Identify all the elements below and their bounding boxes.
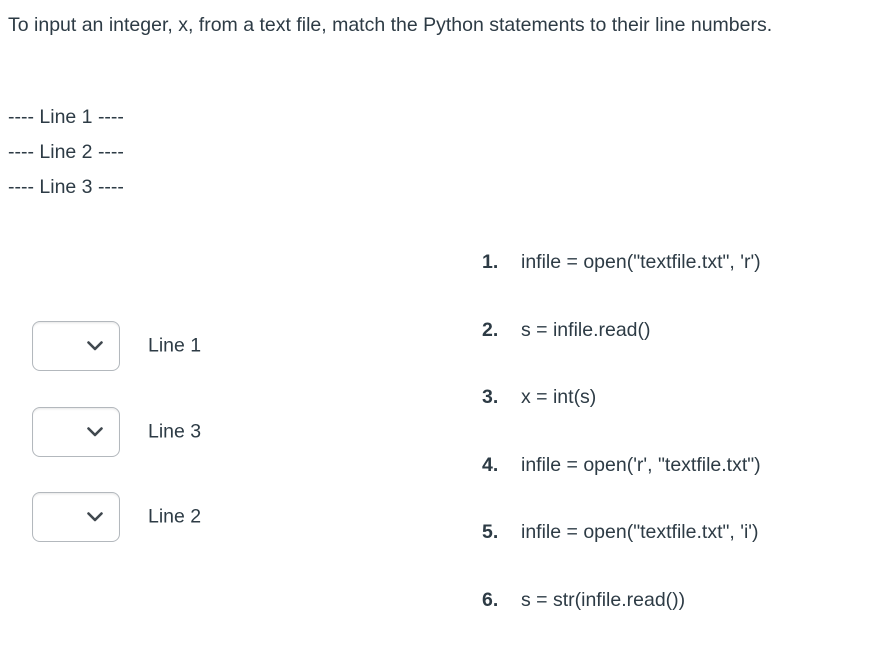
- statement-item-4: 4. infile = open('r', "textfile.txt"): [482, 453, 761, 477]
- statement-code: s = infile.read(): [521, 318, 651, 341]
- statement-number: 3.: [482, 386, 499, 408]
- statement-number: 4.: [482, 453, 499, 476]
- line-marker-1: ---- Line 1 ----: [8, 106, 124, 128]
- statement-number: 2.: [482, 318, 499, 341]
- statements-list: 1. infile = open("textfile.txt", 'r') 2.…: [482, 250, 761, 651]
- chevron-down-icon: [87, 427, 103, 437]
- match-label-line-2: Line 2: [148, 505, 202, 528]
- question-prompt: To input an integer, x, from a text file…: [8, 14, 773, 36]
- match-row-line-1: Line 1: [32, 321, 332, 371]
- statement-number: 5.: [482, 521, 499, 543]
- match-row-line-2: Line 2: [32, 492, 332, 542]
- statement-item-1: 1. infile = open("textfile.txt", 'r'): [482, 250, 761, 274]
- statement-code: infile = open("textfile.txt", 'r'): [521, 251, 761, 273]
- statement-item-3: 3. x = int(s): [482, 385, 761, 409]
- chevron-down-icon: [87, 512, 103, 522]
- statement-code: infile = open("textfile.txt", 'i'): [521, 521, 759, 543]
- line-1-dropdown[interactable]: [32, 321, 120, 371]
- statement-number: 6.: [482, 588, 499, 611]
- statement-item-6: 6. s = str(infile.read()): [482, 588, 761, 612]
- line-2-dropdown[interactable]: [32, 492, 120, 542]
- statement-item-2: 2. s = infile.read(): [482, 318, 761, 342]
- match-label-line-3: Line 3: [148, 420, 202, 443]
- line-3-dropdown[interactable]: [32, 407, 120, 457]
- line-marker-2: ---- Line 2 ----: [8, 141, 124, 163]
- statement-code: infile = open('r', "textfile.txt"): [521, 453, 761, 476]
- statement-code: x = int(s): [521, 386, 597, 408]
- statement-code: s = str(infile.read()): [521, 588, 686, 611]
- chevron-down-icon: [87, 341, 103, 351]
- match-label-line-1: Line 1: [148, 334, 202, 357]
- line-markers-block: ---- Line 1 ---- ---- Line 2 ---- ---- L…: [8, 100, 124, 205]
- match-row-line-3: Line 3: [32, 407, 332, 457]
- statement-item-5: 5. infile = open("textfile.txt", 'i'): [482, 520, 761, 544]
- line-marker-3: ---- Line 3 ----: [8, 176, 124, 198]
- statement-number: 1.: [482, 251, 499, 273]
